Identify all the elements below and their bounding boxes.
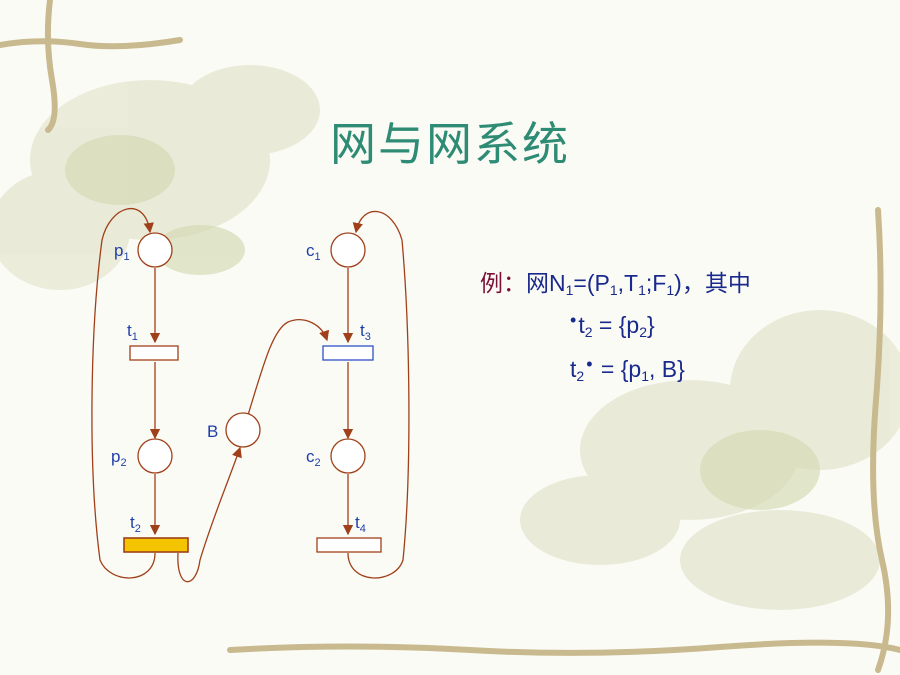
preset-eq: = {p [592, 312, 640, 338]
T-subscript: 1 [638, 282, 646, 298]
transition-t1 [129, 345, 179, 361]
arc-t2-B [177, 446, 242, 583]
preset-line: •t2 = {p2} [568, 310, 655, 340]
def-part-a: =(P [573, 270, 610, 296]
preset-close: } [646, 312, 655, 338]
def-part-d: )，其中 [674, 270, 751, 296]
label-c2: c2 [306, 447, 321, 469]
def-part-b: ,T [617, 270, 639, 296]
P-subscript: 1 [609, 282, 618, 298]
postset-line: t2• = {p1, B} [570, 354, 685, 384]
preset-dot-icon: • [570, 310, 577, 330]
transition-t2 [123, 537, 189, 553]
postset-t: t [570, 356, 577, 382]
postset-t-subscript: 2 [576, 368, 585, 384]
example-definition: 例：网N1=(P1,T1;F1)，其中 [480, 264, 751, 298]
net-word: 网 [526, 270, 549, 296]
label-p1: p1 [114, 241, 130, 263]
place-p2 [137, 438, 173, 474]
transition-t3 [322, 345, 374, 361]
F-subscript: 1 [666, 282, 675, 298]
example-prefix: 例： [480, 270, 526, 296]
label-t4: t4 [355, 513, 366, 535]
arc-B-t3 [247, 319, 330, 416]
place-B [225, 412, 261, 448]
postset-p-subscript: 1 [641, 368, 649, 384]
postset-eq: = {p [594, 356, 642, 382]
label-c1: c1 [306, 241, 321, 263]
place-c2 [330, 438, 366, 474]
place-c1 [330, 232, 366, 268]
preset-t: t [578, 312, 585, 338]
label-B: B [207, 422, 218, 441]
arc-t4-c1 [347, 210, 410, 579]
net-symbol: N [549, 270, 566, 296]
net-subscript: 1 [565, 282, 574, 298]
transition-t4 [316, 537, 382, 553]
preset-t-subscript: 2 [584, 324, 593, 340]
postset-close: , B} [648, 356, 685, 382]
label-t2: t2 [130, 513, 141, 535]
place-p1 [137, 232, 173, 268]
label-p2: p2 [111, 447, 127, 469]
postset-dot-icon: • [586, 354, 593, 374]
label-t1: t1 [127, 321, 138, 343]
preset-p-subscript: 2 [639, 324, 647, 340]
label-t3: t3 [360, 321, 371, 343]
arc-t2-p1 [91, 207, 156, 579]
def-part-c: ;F [645, 270, 667, 296]
slide-title: 网与网系统 [330, 117, 570, 171]
